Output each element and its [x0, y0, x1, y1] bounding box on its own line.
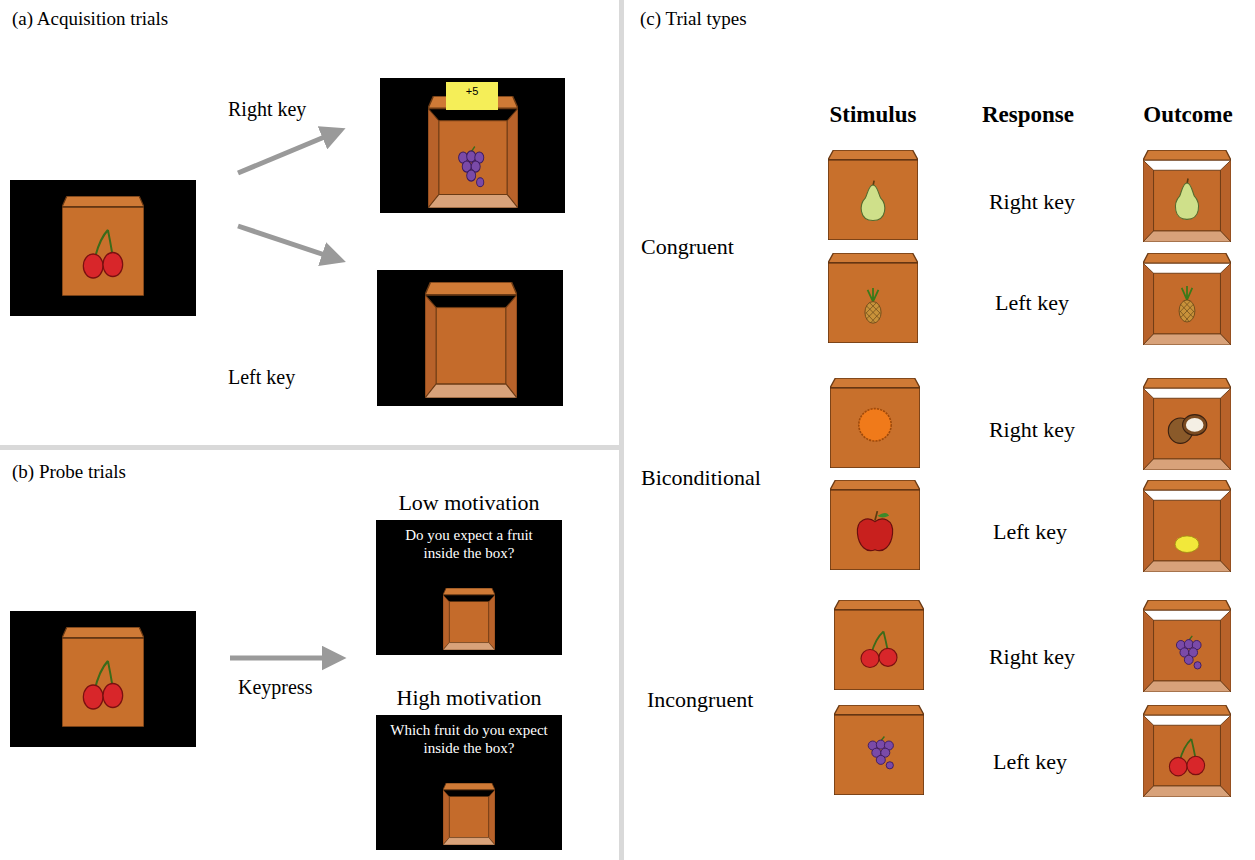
illustration-part — [10, 180, 196, 316]
reward-value: +5 — [446, 85, 498, 98]
illustration-part — [443, 783, 495, 845]
arrow-label: Right key — [228, 98, 306, 121]
row-label: Biconditional — [641, 465, 761, 490]
illustration-part — [828, 253, 918, 343]
screen-question: Do you expect a fruit inside the box? — [387, 526, 551, 562]
illustration-part — [1143, 253, 1231, 345]
illustration-part — [83, 230, 122, 278]
illustration-part — [1169, 739, 1204, 776]
illustration-part — [62, 627, 144, 727]
illustration-part — [0, 445, 619, 450]
illustration-part — [62, 627, 144, 727]
illustration-part — [1143, 480, 1231, 572]
response-label: Right key — [989, 417, 1075, 442]
illustration-part — [830, 378, 920, 468]
illustration-part — [1143, 378, 1231, 470]
illustration-part — [857, 511, 892, 551]
illustration-part — [377, 270, 563, 406]
response-label: Left key — [993, 749, 1067, 774]
illustration-part — [619, 0, 624, 860]
illustration-part — [10, 611, 196, 747]
illustration-part — [1143, 705, 1231, 797]
illustration-part — [859, 409, 891, 441]
illustration-part — [83, 661, 122, 709]
illustration-part — [834, 600, 924, 690]
illustration-part — [1175, 536, 1199, 553]
response-label: Right key — [989, 644, 1075, 669]
illustration-part — [62, 196, 144, 296]
illustration-part — [1143, 705, 1231, 797]
illustration-part — [230, 656, 334, 661]
illustration-part — [1143, 253, 1231, 345]
reward-box: +5 — [446, 82, 498, 110]
probe-screen: Low motivation Do you expect a fruit insi… — [376, 490, 562, 562]
illustration-part — [1143, 378, 1231, 470]
column-header: Outcome — [1143, 102, 1232, 128]
illustration-part — [865, 288, 881, 323]
illustration-part — [828, 253, 918, 343]
row-label: Congruent — [641, 234, 734, 259]
illustration-part — [238, 133, 334, 173]
illustration-part — [828, 150, 918, 240]
illustration-part — [1179, 286, 1195, 322]
response-label: Left key — [995, 290, 1069, 315]
screen-heading: High motivation — [376, 685, 562, 715]
illustration-part — [830, 378, 920, 468]
illustration-part — [1143, 150, 1231, 242]
illustration-part — [1143, 480, 1231, 572]
illustration-part — [62, 196, 144, 296]
illustration-part — [443, 588, 495, 650]
arrow-label: Left key — [228, 366, 295, 389]
response-label: Right key — [989, 189, 1075, 214]
illustration-part — [1143, 600, 1231, 692]
illustration-part — [425, 282, 517, 398]
row-label: Incongruent — [647, 687, 753, 712]
illustration-part — [830, 480, 920, 570]
response-label: Left key — [993, 519, 1067, 544]
illustration-part — [861, 181, 884, 221]
illustration-part — [1143, 600, 1231, 692]
illustration-part — [376, 520, 562, 655]
illustration-part — [425, 282, 517, 398]
illustration-part — [828, 150, 918, 240]
illustration-part — [428, 96, 518, 208]
screen-question: Which fruit do you expect inside the box… — [387, 721, 551, 757]
illustration-part — [868, 737, 893, 769]
panel-title: (a) Acquisition trials — [12, 8, 168, 30]
illustration-part — [1143, 150, 1231, 242]
illustration-part — [238, 226, 334, 258]
illustration-part — [1168, 415, 1207, 444]
screen-heading: Low motivation — [376, 490, 562, 520]
illustration-part — [834, 705, 924, 795]
illustration-part — [443, 588, 495, 650]
illustration-part — [834, 600, 924, 690]
illustration-part — [861, 632, 897, 668]
arrow-label: Keypress — [238, 676, 312, 699]
illustration-part — [443, 783, 495, 845]
illustration-part — [428, 96, 518, 208]
probe-screen: High motivationWhich fruit do you expect… — [376, 685, 562, 757]
illustration-part — [830, 480, 920, 570]
illustration-part — [834, 705, 924, 795]
panel-title: (b) Probe trials — [12, 461, 126, 483]
panel-title: (c) Trial types — [640, 8, 747, 30]
column-header: Stimulus — [830, 102, 917, 128]
illustration-part — [380, 78, 565, 213]
illustration-part — [459, 146, 484, 186]
illustration-part — [1176, 636, 1201, 669]
column-header: Response — [982, 102, 1074, 128]
illustration-part — [376, 715, 562, 850]
illustration-part — [1176, 179, 1199, 220]
